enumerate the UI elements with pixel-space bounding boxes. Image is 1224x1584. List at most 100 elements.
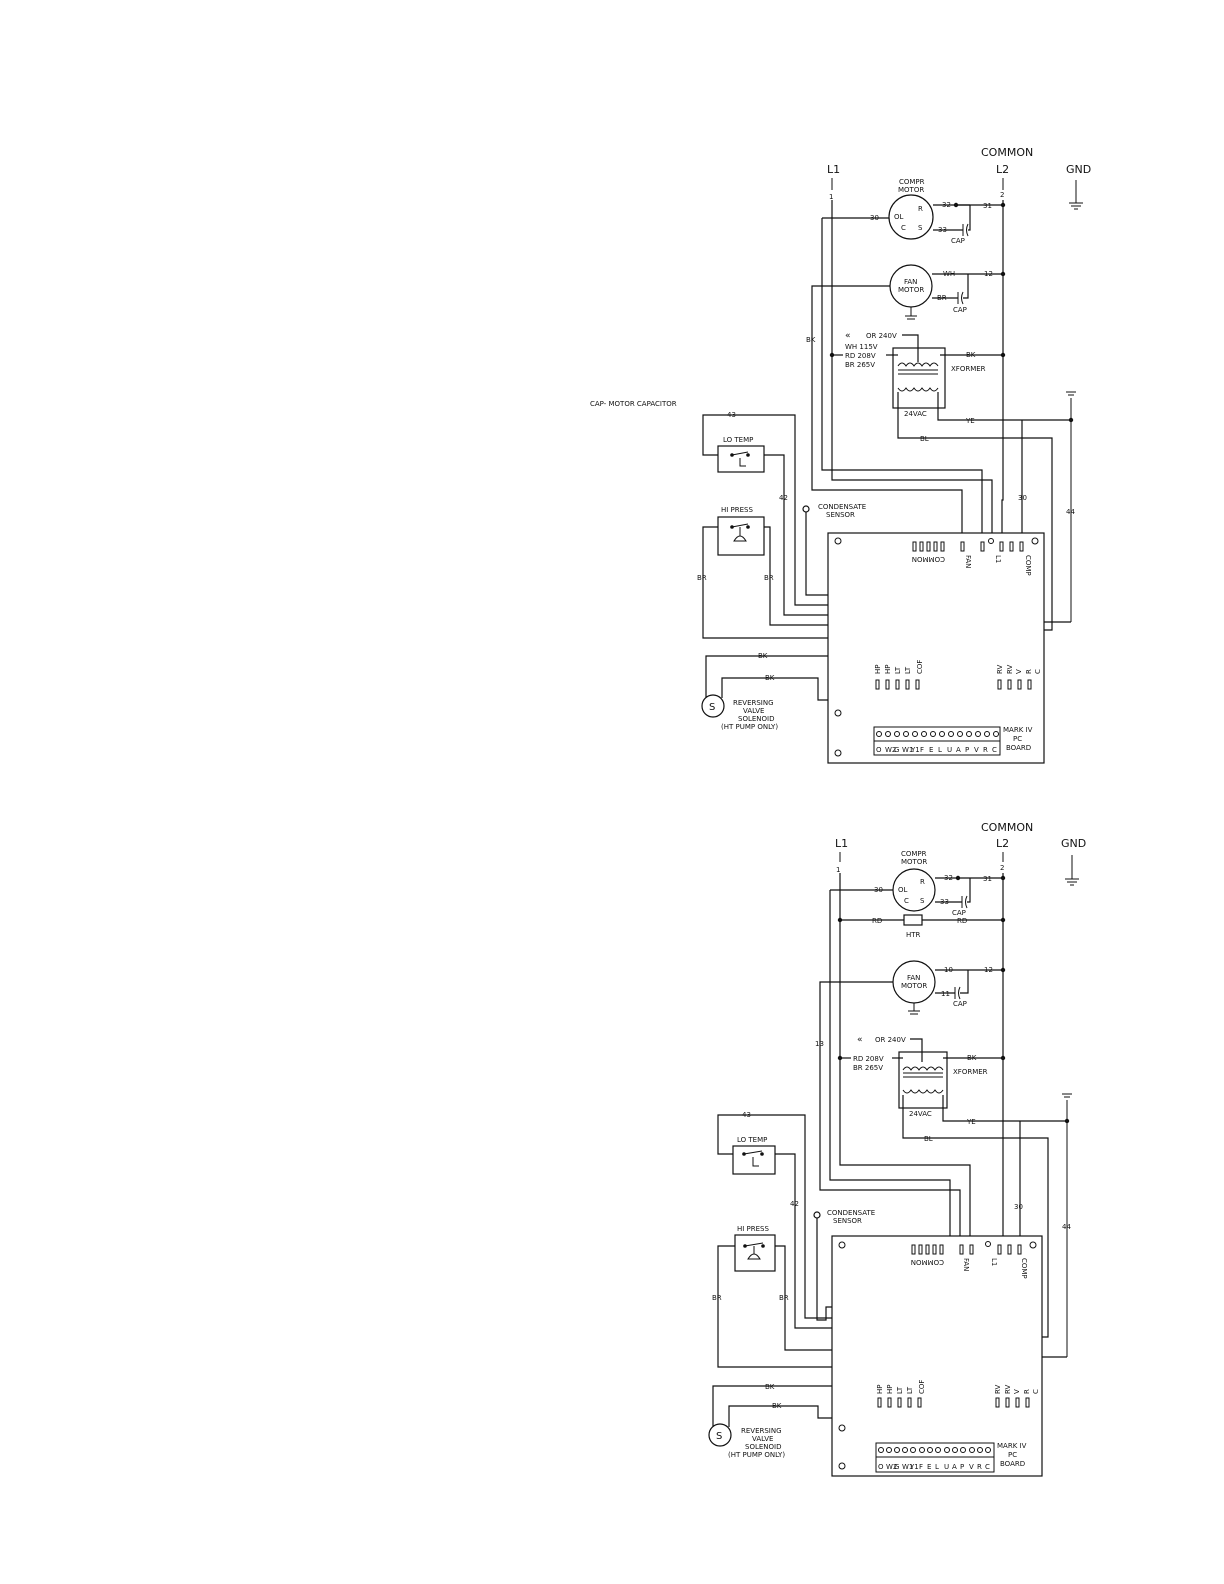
wire-33: 33	[940, 898, 949, 906]
terminal-v: V	[969, 1463, 974, 1471]
terminal-r: R	[977, 1463, 982, 1471]
bk-wire-top: BK	[765, 1383, 775, 1391]
board-name-1: MARK IV	[997, 1442, 1027, 1450]
or-240v-label: OR 240V	[875, 1036, 906, 1044]
capacitor-icon	[957, 291, 964, 305]
hp-br-left: BR	[712, 1294, 722, 1302]
hi-press-switch: HI PRESS	[734, 1225, 776, 1272]
compressor-label-2: MOTOR	[898, 186, 924, 194]
terminal-y1: Y1	[909, 1463, 919, 1471]
arrow-icon: «	[845, 331, 851, 341]
terminal-w1: W1	[902, 1463, 913, 1471]
solenoid-line-2: VALVE	[752, 1435, 773, 1443]
terminal-strip	[873, 726, 1001, 756]
bl-wire: BL	[924, 1135, 933, 1143]
pin-lt-1: LT	[896, 1386, 904, 1394]
terminal-e: E	[927, 1463, 931, 1471]
legend-note: CAP- MOTOR CAPACITOR	[590, 400, 677, 408]
capacitor-icon	[961, 895, 968, 909]
gnd-label: GND	[1061, 837, 1086, 850]
terminal-p: P	[965, 746, 969, 754]
pin-l1: L1	[994, 555, 1002, 563]
ground-icon	[1062, 1093, 1072, 1357]
fan-motor: FAN MOTOR	[892, 960, 936, 1004]
fan-wire-top: 10	[944, 966, 953, 974]
hi-press-label: HI PRESS	[737, 1225, 770, 1233]
terminal-a: A	[952, 1463, 957, 1471]
ye-wire: YE	[965, 417, 975, 425]
terminal-u: U	[947, 746, 952, 754]
pin-common: COMMON	[912, 555, 945, 563]
bk-wire-bottom: BK	[772, 1402, 782, 1410]
board-name-3: BOARD	[1006, 744, 1031, 752]
condensate-label-1: CONDENSATE	[827, 1209, 875, 1217]
secondary-24vac: 24VAC	[904, 410, 927, 418]
terminal-w2: W2	[885, 746, 896, 754]
terminal-f: F	[920, 746, 924, 754]
bk-wire-bottom: BK	[765, 674, 775, 682]
board-name-2: PC	[1008, 1451, 1017, 1459]
l2-wire-number: 2	[1000, 864, 1004, 872]
terminal-y1: Y1	[910, 746, 920, 754]
pin-r: R	[1023, 1389, 1031, 1394]
transformer	[892, 347, 946, 409]
reversing-valve-solenoid: S REVERSING VALVE SOLENOID (HT PUMP ONLY…	[708, 1423, 785, 1459]
terminal-r: R	[983, 746, 988, 754]
terminal-w1: W1	[902, 746, 913, 754]
ground-icon	[1066, 391, 1076, 622]
pin-hp-2: HP	[886, 1385, 894, 1395]
solenoid-line-3: SOLENOID	[745, 1443, 781, 1451]
xformer-label: XFORMER	[951, 365, 986, 373]
fan-wire-bottom: BR	[937, 294, 947, 302]
compressor-cap-label: CAP	[952, 909, 966, 917]
pin-c: C	[1034, 669, 1042, 674]
ground-icon	[1069, 180, 1083, 210]
fan-wire-12: 12	[984, 966, 993, 974]
board-top-pins	[911, 1241, 1022, 1255]
wiring-diagram-1: COMMON L1 L2 GND 1 2 COMPR MOTOR OL C R …	[697, 146, 1091, 764]
heater-rd-left: RD	[872, 917, 882, 925]
pin-lt-2: LT	[904, 666, 912, 674]
wire-33: 33	[938, 226, 947, 234]
solenoid-line-1: REVERSING	[733, 699, 774, 707]
terminal-v: V	[974, 746, 979, 754]
fan-label-1: FAN	[907, 974, 920, 982]
pin-rv-2: RV	[1004, 1385, 1012, 1394]
solenoid-line-4: (HT PUMP ONLY)	[728, 1451, 785, 1459]
lo-temp-label: LO TEMP	[737, 1136, 767, 1144]
wire-43: 43	[727, 411, 736, 419]
wire-44: 44	[1066, 508, 1075, 516]
pin-cof: COF	[918, 1380, 926, 1394]
lo-temp-switch: LO TEMP	[732, 1136, 776, 1175]
pin-r: R	[1025, 669, 1033, 674]
solenoid-icon: S	[709, 702, 715, 713]
terminal-f: F	[919, 1463, 923, 1471]
pin-common: COMMON	[911, 1258, 944, 1266]
terminal-l: L	[935, 1463, 939, 1471]
condensate-sensor: CONDENSATE SENSOR	[813, 1209, 875, 1225]
pin-v: V	[1015, 669, 1023, 674]
fan-left-wire: BK	[806, 336, 816, 344]
pin-c: C	[1032, 1389, 1040, 1394]
pin-fan: FAN	[962, 1258, 970, 1271]
compressor-motor: COMPR MOTOR OL C R S	[892, 850, 936, 912]
board-top-pins	[912, 538, 1024, 552]
terminal-c: C	[992, 746, 997, 754]
capacitor-icon	[954, 986, 961, 1000]
or-240v-label: OR 240V	[866, 332, 897, 340]
arrow-icon: «	[857, 1035, 863, 1045]
lo-temp-switch: LO TEMP	[717, 436, 765, 473]
compressor-label-1: COMPR	[901, 850, 927, 858]
l1-label: L1	[827, 163, 840, 176]
pin-cof: COF	[916, 660, 924, 674]
transformer	[898, 1051, 948, 1109]
pin-comp: COMP	[1024, 555, 1032, 576]
pin-hp-2: HP	[884, 665, 892, 675]
terminal-g: G	[894, 1463, 899, 1471]
terminal-g: G	[894, 746, 899, 754]
fan-cap-label: CAP	[953, 1000, 967, 1008]
gnd-label: GND	[1066, 163, 1091, 176]
lo-temp-label: LO TEMP	[723, 436, 753, 444]
solenoid-icon: S	[716, 1431, 722, 1442]
